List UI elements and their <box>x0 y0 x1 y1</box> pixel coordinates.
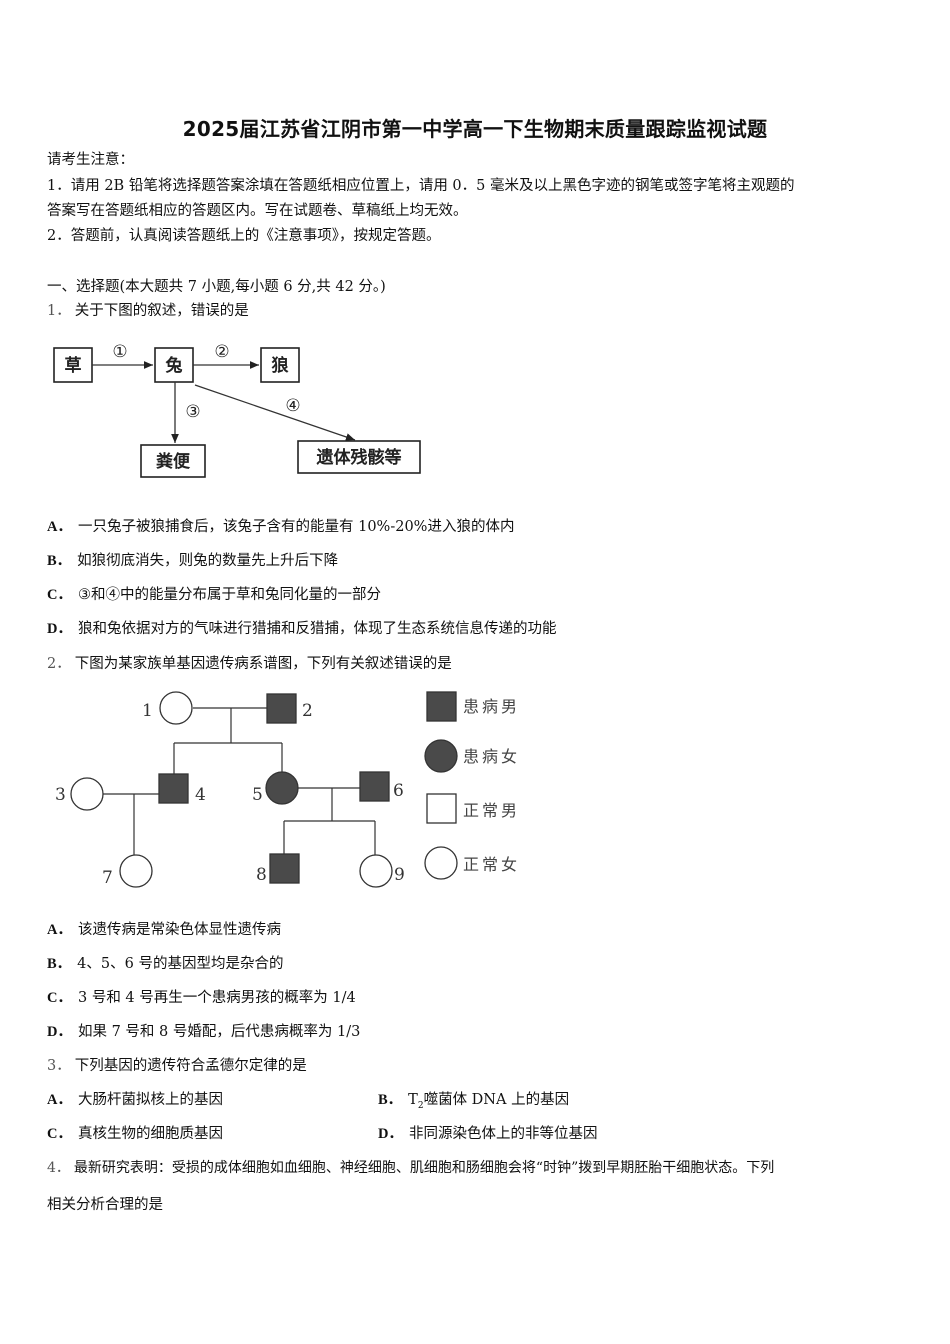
individual-9 <box>359 854 393 888</box>
svg-text:正常男: 正常男 <box>463 801 520 820</box>
option-text: 一只兔子被狼捕食后，该兔子含有的能量有 10%-20%进入狼的体内 <box>77 519 515 535</box>
option-text: 噬菌体 DNA 上的基因 <box>423 1092 570 1108</box>
question-text: 最新研究表明：受损的成体细胞如血细胞、神经细胞、肌细胞和肠细胞会将“时钟”拨到早… <box>73 1160 775 1176</box>
option-label: D． <box>47 621 72 637</box>
option-label: C． <box>47 587 72 603</box>
individual-8 <box>269 853 300 884</box>
q1-option-d: D． 狼和兔依据对方的气味进行猎捕和反猎捕，体现了生态系统信息传递的功能 <box>47 619 556 639</box>
question-number: 1． <box>47 303 71 319</box>
option-label: D． <box>378 1126 403 1142</box>
feces-label: 粪便 <box>156 451 191 472</box>
svg-text:9: 9 <box>394 865 405 885</box>
individual-5 <box>265 771 299 805</box>
option-label: A． <box>47 519 72 535</box>
option-text: 该遗传病是常染色体显性遗传病 <box>77 922 281 938</box>
individual-3 <box>70 777 104 811</box>
notice-line-2: 2．答题前，认真阅读答题纸上的《注意事项》，按规定答题。 <box>47 228 441 244</box>
option-label: C． <box>47 1126 72 1142</box>
q2-option-c: C． 3 号和 4 号再生一个患病男孩的概率为 1/4 <box>47 988 356 1008</box>
node-remains <box>297 440 421 474</box>
q1-option-b: B． 如狼彻底消失，则兔的数量先上升后下降 <box>47 551 338 571</box>
notice-line-1a: 1．请用 2B 铅笔将选择题答案涂填在答题纸相应位置上，请用 0．5 毫米及以上… <box>47 178 795 194</box>
question-number: 3． <box>47 1058 71 1074</box>
svg-text:患病男: 患病男 <box>463 697 520 716</box>
question-4-stem-line1: 4．最新研究表明：受损的成体细胞如血细胞、神经细胞、肌细胞和肠细胞会将“时钟”拨… <box>47 1158 774 1178</box>
question-3-stem: 3．下列基因的遗传符合孟德尔定律的是 <box>47 1056 307 1076</box>
svg-text:患病女: 患病女 <box>463 747 520 766</box>
grass-label: 草 <box>65 356 82 376</box>
svg-text:4: 4 <box>195 785 206 805</box>
remains-label: 遗体残骸等 <box>316 447 402 468</box>
food-chain-diagram: 草 兔 狼 粪便 遗体残骸等 ① ② ③ ④ <box>53 342 421 478</box>
individual-4 <box>158 773 189 804</box>
option-text-prefix: T <box>408 1092 418 1108</box>
legend-normal-female-icon <box>424 846 458 880</box>
q1-option-c: C． ③和④中的能量分布属于草和兔同化量的一部分 <box>47 585 381 605</box>
question-text: 关于下图的叙述，错误的是 <box>74 303 249 319</box>
svg-text:①: ① <box>112 342 127 362</box>
individual-6 <box>359 771 390 802</box>
option-text: 如狼彻底消失，则兔的数量先上升后下降 <box>77 553 339 569</box>
node-grass <box>53 347 93 383</box>
q2-option-a: A． 该遗传病是常染色体显性遗传病 <box>47 920 281 940</box>
q3-option-b: B． T2噬菌体 DNA 上的基因 <box>378 1090 569 1116</box>
svg-text:2: 2 <box>302 701 313 721</box>
option-text: 4、5、6 号的基因型均是杂合的 <box>77 956 284 972</box>
option-label: D． <box>47 1024 72 1040</box>
legend-normal-male-icon <box>426 793 457 824</box>
option-label: A． <box>47 1092 72 1108</box>
svg-text:④: ④ <box>285 396 300 416</box>
wolf-label: 狼 <box>272 355 289 376</box>
option-label: B． <box>378 1092 403 1108</box>
option-text: 真核生物的细胞质基因 <box>77 1126 223 1142</box>
option-label: B． <box>47 553 72 569</box>
question-1-stem: 1．关于下图的叙述，错误的是 <box>47 301 249 321</box>
question-text: 下图为某家族单基因遗传病系谱图，下列有关叙述错误的是 <box>74 656 452 672</box>
pedigree-chart: 1 2 3 4 5 6 7 8 9 患病男 患病女 正常男 正常女 <box>55 691 520 888</box>
q2-option-d: D． 如果 7 号和 8 号婚配，后代患病概率为 1/3 <box>47 1022 360 1042</box>
option-text: 狼和兔依据对方的气味进行猎捕和反猎捕，体现了生态系统信息传递的功能 <box>77 621 557 637</box>
q2-option-b: B． 4、5、6 号的基因型均是杂合的 <box>47 954 283 974</box>
question-number: 2． <box>47 656 71 672</box>
question-2-stem: 2．下图为某家族单基因遗传病系谱图，下列有关叙述错误的是 <box>47 654 452 674</box>
option-text: 大肠杆菌拟核上的基因 <box>77 1092 223 1108</box>
svg-text:3: 3 <box>55 785 66 805</box>
option-text: 如果 7 号和 8 号婚配，后代患病概率为 1/3 <box>77 1024 361 1040</box>
q3-option-a: A． 大肠杆菌拟核上的基因 <box>47 1090 223 1110</box>
individual-2 <box>266 693 297 724</box>
legend-affected-female-icon <box>424 739 458 773</box>
q3-option-c: C． 真核生物的细胞质基因 <box>47 1124 223 1144</box>
question-4-stem-line2: 相关分析合理的是 <box>47 1197 163 1213</box>
notice-line-1b: 答案写在答题纸相应的答题区内。写在试题卷、草稿纸上均无效。 <box>47 203 468 219</box>
option-subscript: 2 <box>417 1100 424 1111</box>
legend-affected-male-icon <box>426 691 457 722</box>
node-wolf <box>260 347 300 383</box>
svg-text:7: 7 <box>102 868 113 888</box>
option-label: C． <box>47 990 72 1006</box>
q3-option-d: D． 非同源染色体上的非等位基因 <box>378 1124 597 1144</box>
option-text: 非同源染色体上的非等位基因 <box>408 1126 598 1142</box>
option-text: ③和④中的能量分布属于草和兔同化量的一部分 <box>77 587 381 603</box>
svg-text:③: ③ <box>185 402 200 422</box>
svg-text:正常女: 正常女 <box>463 855 520 874</box>
svg-text:6: 6 <box>393 781 404 801</box>
rabbit-label: 兔 <box>165 355 183 376</box>
option-label: B． <box>47 956 72 972</box>
svg-text:8: 8 <box>256 865 267 885</box>
node-feces <box>140 444 206 478</box>
question-number: 4． <box>47 1160 70 1176</box>
individual-7 <box>119 854 153 888</box>
svg-text:1: 1 <box>142 701 153 721</box>
q1-option-a: A． 一只兔子被狼捕食后，该兔子含有的能量有 10%-20%进入狼的体内 <box>47 517 514 537</box>
page-title: 2025届江苏省江阴市第一中学高一下生物期末质量跟踪监视试题 <box>182 117 768 141</box>
svg-text:②: ② <box>214 342 229 362</box>
notice-heading: 请考生注意： <box>47 152 134 168</box>
option-label: A． <box>47 922 72 938</box>
question-text: 下列基因的遗传符合孟德尔定律的是 <box>74 1058 307 1074</box>
section-heading: 一、选择题(本大题共 7 小题,每小题 6 分,共 42 分。) <box>47 279 386 295</box>
option-text: 3 号和 4 号再生一个患病男孩的概率为 1/4 <box>77 990 356 1006</box>
svg-text:5: 5 <box>252 785 263 805</box>
individual-1 <box>159 691 193 725</box>
node-rabbit <box>154 347 194 383</box>
